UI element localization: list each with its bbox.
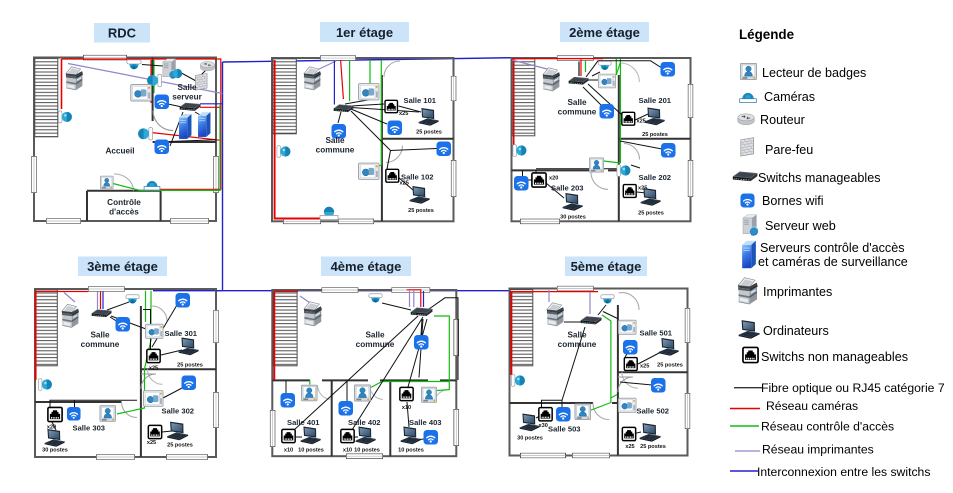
svg-text:Salle: Salle bbox=[567, 331, 587, 340]
svg-text:30 postes: 30 postes bbox=[517, 436, 543, 442]
svg-text:Réseau imprimantes: Réseau imprimantes bbox=[762, 443, 874, 457]
svg-text:Salle 102: Salle 102 bbox=[401, 173, 434, 182]
svg-text:3ème étage: 3ème étage bbox=[87, 259, 158, 274]
svg-text:4ème étage: 4ème étage bbox=[331, 259, 402, 274]
svg-text:Interconnexion entre les switc: Interconnexion entre les switchs bbox=[757, 465, 930, 479]
svg-text:Salle 501: Salle 501 bbox=[640, 329, 673, 338]
svg-text:commune: commune bbox=[81, 340, 120, 349]
svg-text:10 postes: 10 postes bbox=[298, 448, 324, 454]
svg-text:x25: x25 bbox=[625, 444, 634, 450]
svg-text:Salle 202: Salle 202 bbox=[639, 173, 672, 182]
svg-text:Routeur: Routeur bbox=[760, 113, 805, 127]
svg-text:Salle 503: Salle 503 bbox=[548, 425, 581, 434]
svg-text:Switchs manageables: Switchs manageables bbox=[758, 171, 881, 185]
svg-text:25 postes: 25 postes bbox=[640, 444, 666, 450]
svg-text:25 postes: 25 postes bbox=[408, 208, 434, 214]
svg-text:Fibre optique ou RJ45 catégori: Fibre optique ou RJ45 catégorie 7 bbox=[761, 381, 945, 395]
svg-text:x10: x10 bbox=[402, 405, 411, 411]
svg-text:Salle: Salle bbox=[90, 331, 110, 340]
svg-text:Réseau caméras: Réseau caméras bbox=[766, 399, 858, 413]
svg-text:x10: x10 bbox=[343, 448, 352, 454]
svg-text:RDC: RDC bbox=[108, 26, 137, 41]
svg-text:x25: x25 bbox=[640, 364, 649, 370]
svg-text:25 postes: 25 postes bbox=[177, 363, 203, 369]
svg-text:Serveur web: Serveur web bbox=[765, 219, 836, 233]
svg-text:Ordinateurs: Ordinateurs bbox=[763, 324, 829, 338]
svg-text:x30: x30 bbox=[539, 423, 548, 429]
svg-text:Salle: Salle bbox=[567, 98, 587, 107]
svg-text:commune: commune bbox=[558, 108, 597, 117]
svg-text:commune: commune bbox=[558, 340, 597, 349]
svg-text:Lecteur de badges: Lecteur de badges bbox=[762, 66, 866, 80]
svg-text:Salle 502: Salle 502 bbox=[637, 407, 670, 416]
svg-text:Salle 201: Salle 201 bbox=[639, 96, 672, 105]
svg-text:Salle: Salle bbox=[325, 136, 345, 145]
svg-text:x20: x20 bbox=[549, 176, 558, 182]
svg-text:Serveurs contrôle d'accès: Serveurs contrôle d'accès bbox=[760, 241, 905, 255]
svg-text:25 postes: 25 postes bbox=[638, 211, 664, 217]
svg-text:Contrôle: Contrôle bbox=[107, 198, 141, 207]
svg-text:Salle 402: Salle 402 bbox=[348, 418, 381, 427]
svg-text:30 postes: 30 postes bbox=[42, 448, 68, 454]
svg-text:25 postes: 25 postes bbox=[167, 443, 193, 449]
svg-text:Légende: Légende bbox=[739, 27, 794, 42]
svg-text:commune: commune bbox=[316, 146, 355, 155]
svg-text:1er étage: 1er étage bbox=[336, 25, 393, 40]
svg-text:Imprimantes: Imprimantes bbox=[763, 285, 832, 299]
svg-text:Réseau contrôle d'accès: Réseau contrôle d'accès bbox=[761, 420, 894, 434]
svg-text:commune: commune bbox=[356, 340, 395, 349]
svg-text:Salle 101: Salle 101 bbox=[404, 96, 437, 105]
svg-text:et caméras de surveillance: et caméras de surveillance bbox=[758, 255, 908, 269]
svg-text:Salle 203: Salle 203 bbox=[551, 184, 584, 193]
svg-text:Accueil: Accueil bbox=[105, 147, 134, 156]
svg-text:Switchs non manageables: Switchs non manageables bbox=[761, 350, 908, 364]
svg-text:Pare-feu: Pare-feu bbox=[765, 143, 813, 157]
svg-text:x25: x25 bbox=[149, 366, 158, 372]
svg-text:10 postes: 10 postes bbox=[354, 448, 380, 454]
svg-text:25 postes: 25 postes bbox=[416, 130, 442, 136]
svg-text:x20: x20 bbox=[47, 425, 56, 431]
svg-text:30 postes: 30 postes bbox=[560, 215, 586, 221]
svg-text:10 postes: 10 postes bbox=[398, 448, 424, 454]
svg-text:x25: x25 bbox=[399, 111, 408, 117]
svg-text:d'accès: d'accès bbox=[109, 208, 139, 217]
svg-text:Caméras: Caméras bbox=[764, 90, 815, 104]
svg-text:Salle: Salle bbox=[365, 331, 385, 340]
svg-text:x25: x25 bbox=[637, 119, 646, 125]
svg-text:25 postes: 25 postes bbox=[642, 132, 668, 138]
svg-text:x25: x25 bbox=[147, 440, 156, 446]
svg-text:x25: x25 bbox=[400, 181, 409, 187]
svg-text:x10: x10 bbox=[284, 448, 293, 454]
svg-text:Bornes wifi: Bornes wifi bbox=[762, 194, 824, 208]
svg-text:Salle 301: Salle 301 bbox=[165, 329, 198, 338]
svg-text:Salle 303: Salle 303 bbox=[73, 424, 106, 433]
svg-text:2ème étage: 2ème étage bbox=[569, 25, 640, 40]
svg-text:25 postes: 25 postes bbox=[657, 363, 683, 369]
svg-text:Salle 403: Salle 403 bbox=[409, 418, 442, 427]
svg-text:x25: x25 bbox=[638, 186, 647, 192]
svg-text:5ème étage: 5ème étage bbox=[571, 259, 642, 274]
svg-text:Salle 302: Salle 302 bbox=[162, 407, 195, 416]
svg-text:serveur: serveur bbox=[172, 93, 202, 102]
svg-text:Salle 401: Salle 401 bbox=[287, 418, 320, 427]
svg-text:Salle: Salle bbox=[177, 83, 197, 92]
